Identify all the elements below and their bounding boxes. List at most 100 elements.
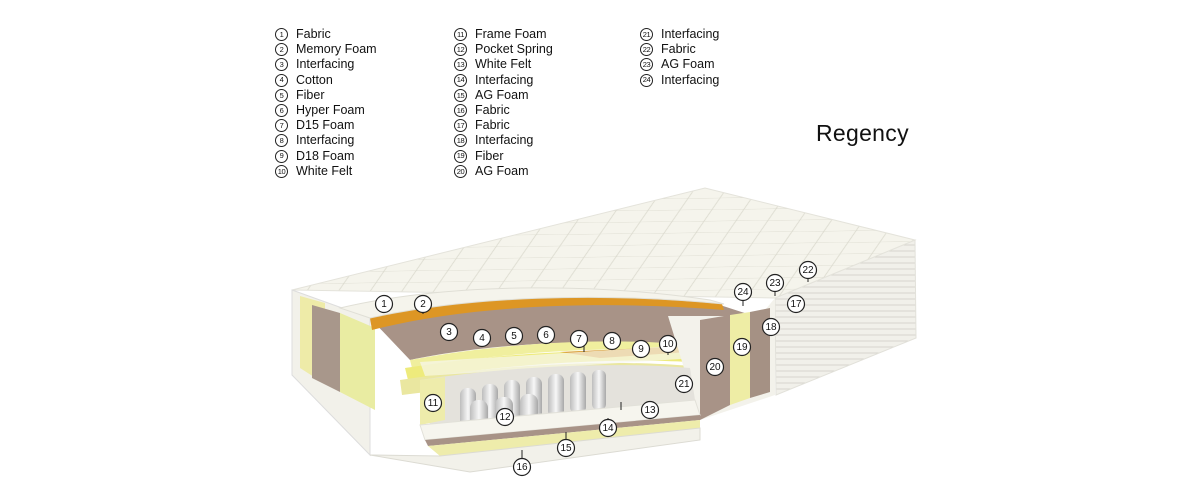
callout-label: 7: [576, 334, 582, 345]
product-title: Regency: [816, 120, 909, 146]
legend-label: D15 Foam: [296, 118, 355, 133]
callout-label: 4: [479, 333, 485, 344]
callout-label: 8: [609, 336, 615, 347]
legend-label: Fabric: [661, 42, 696, 57]
legend-number-badge: 14: [454, 73, 467, 87]
legend-label: AG Foam: [661, 57, 715, 72]
cutaway-upper-layers: [370, 299, 760, 360]
callout-20: 20: [705, 357, 725, 377]
legend-item: 21 Interfacing: [640, 27, 719, 42]
callout-2: 2: [413, 294, 433, 314]
legend-item: 18 Interfacing: [454, 133, 553, 148]
callout-19: 19: [732, 337, 752, 357]
legend-number-badge: 6: [275, 104, 288, 118]
bottom-ag-foam: [428, 420, 700, 456]
legend-number-badge: 22: [640, 43, 653, 57]
right-cut-ag-foam: [730, 312, 750, 405]
callout-6: 6: [536, 325, 556, 345]
legend-label: Cotton: [296, 72, 333, 87]
callout-label: 24: [737, 287, 749, 298]
callout-label: 9: [638, 344, 644, 355]
callout-12: 12: [495, 407, 515, 427]
callout-4: 4: [472, 328, 492, 348]
legend-label: Fabric: [296, 27, 331, 42]
callout-label: 5: [511, 331, 517, 342]
legend-number-badge: 3: [275, 58, 288, 72]
callout-label: 6: [543, 330, 549, 341]
callout-7: 7: [569, 329, 589, 349]
callout-17: 17: [786, 294, 806, 314]
legend-number-badge: 15: [454, 88, 467, 102]
callout-label: 11: [428, 398, 439, 409]
legend-number-badge: 21: [640, 28, 653, 42]
bottom-interfacing: [425, 415, 700, 446]
legend-number-badge: 18: [454, 134, 467, 148]
legend-item: 6 Hyper Foam: [275, 103, 377, 118]
legend-item: 12 Pocket Spring: [454, 42, 553, 57]
memory-foam-layer: [370, 297, 724, 330]
callout-label: 13: [644, 405, 656, 416]
callout-24: 24: [733, 282, 753, 302]
legend-label: Fiber: [475, 148, 504, 163]
callout-18: 18: [761, 317, 781, 337]
legend-label: Interfacing: [296, 133, 355, 148]
legend-label: Interfacing: [475, 72, 534, 87]
legend-label: Interfacing: [475, 133, 534, 148]
legend-label: AG Foam: [475, 87, 529, 102]
side-ag-foam-left: [340, 313, 375, 410]
legend-number-badge: 12: [454, 43, 467, 57]
legend-number-badge: 24: [640, 73, 653, 87]
fabric-top-layer: [338, 287, 725, 319]
legend-label: Interfacing: [661, 27, 720, 42]
legend-number-badge: 1: [275, 28, 288, 42]
callout-21: 21: [674, 374, 694, 394]
callout-1: 1: [374, 294, 394, 314]
callout-9: 9: [631, 339, 651, 359]
legend-label: Hyper Foam: [296, 103, 365, 118]
legend-label: Fiber: [296, 87, 325, 102]
legend-number-badge: 10: [275, 164, 288, 178]
callout-label: 21: [678, 379, 690, 390]
callout-5: 5: [504, 326, 524, 346]
legend-item: 14 Interfacing: [454, 73, 553, 88]
legend-label: Pocket Spring: [475, 42, 553, 57]
legend-label: White Felt: [475, 57, 532, 72]
callout-label: 1: [381, 299, 387, 310]
legend-number-badge: 5: [275, 88, 288, 102]
callout-label: 14: [602, 423, 614, 434]
legend-label: Fabric: [475, 118, 510, 133]
legend-item: 5 Fiber: [275, 88, 377, 103]
callout-15: 15: [556, 438, 576, 458]
legend-number-badge: 7: [275, 119, 288, 133]
legend-item: 15 AG Foam: [454, 88, 553, 103]
legend-item: 22 Fabric: [640, 42, 719, 57]
callout-3: 3: [439, 322, 459, 342]
legend-label: Memory Foam: [296, 42, 377, 57]
legend-label: AG Foam: [475, 163, 529, 178]
legend-item: 1 Fabric: [275, 27, 377, 42]
callout-8: 8: [602, 331, 622, 351]
legend-item: 7 D15 Foam: [275, 118, 377, 133]
callout-16: 16: [512, 457, 532, 477]
callout-label: 20: [709, 362, 721, 373]
callout-label: 3: [446, 327, 452, 338]
legend-number-badge: 11: [454, 28, 467, 42]
callout-14: 14: [598, 418, 618, 438]
legend-item: 13 White Felt: [454, 57, 553, 72]
white-felt-layer: [420, 345, 695, 376]
legend-number-badge: 13: [454, 58, 467, 72]
